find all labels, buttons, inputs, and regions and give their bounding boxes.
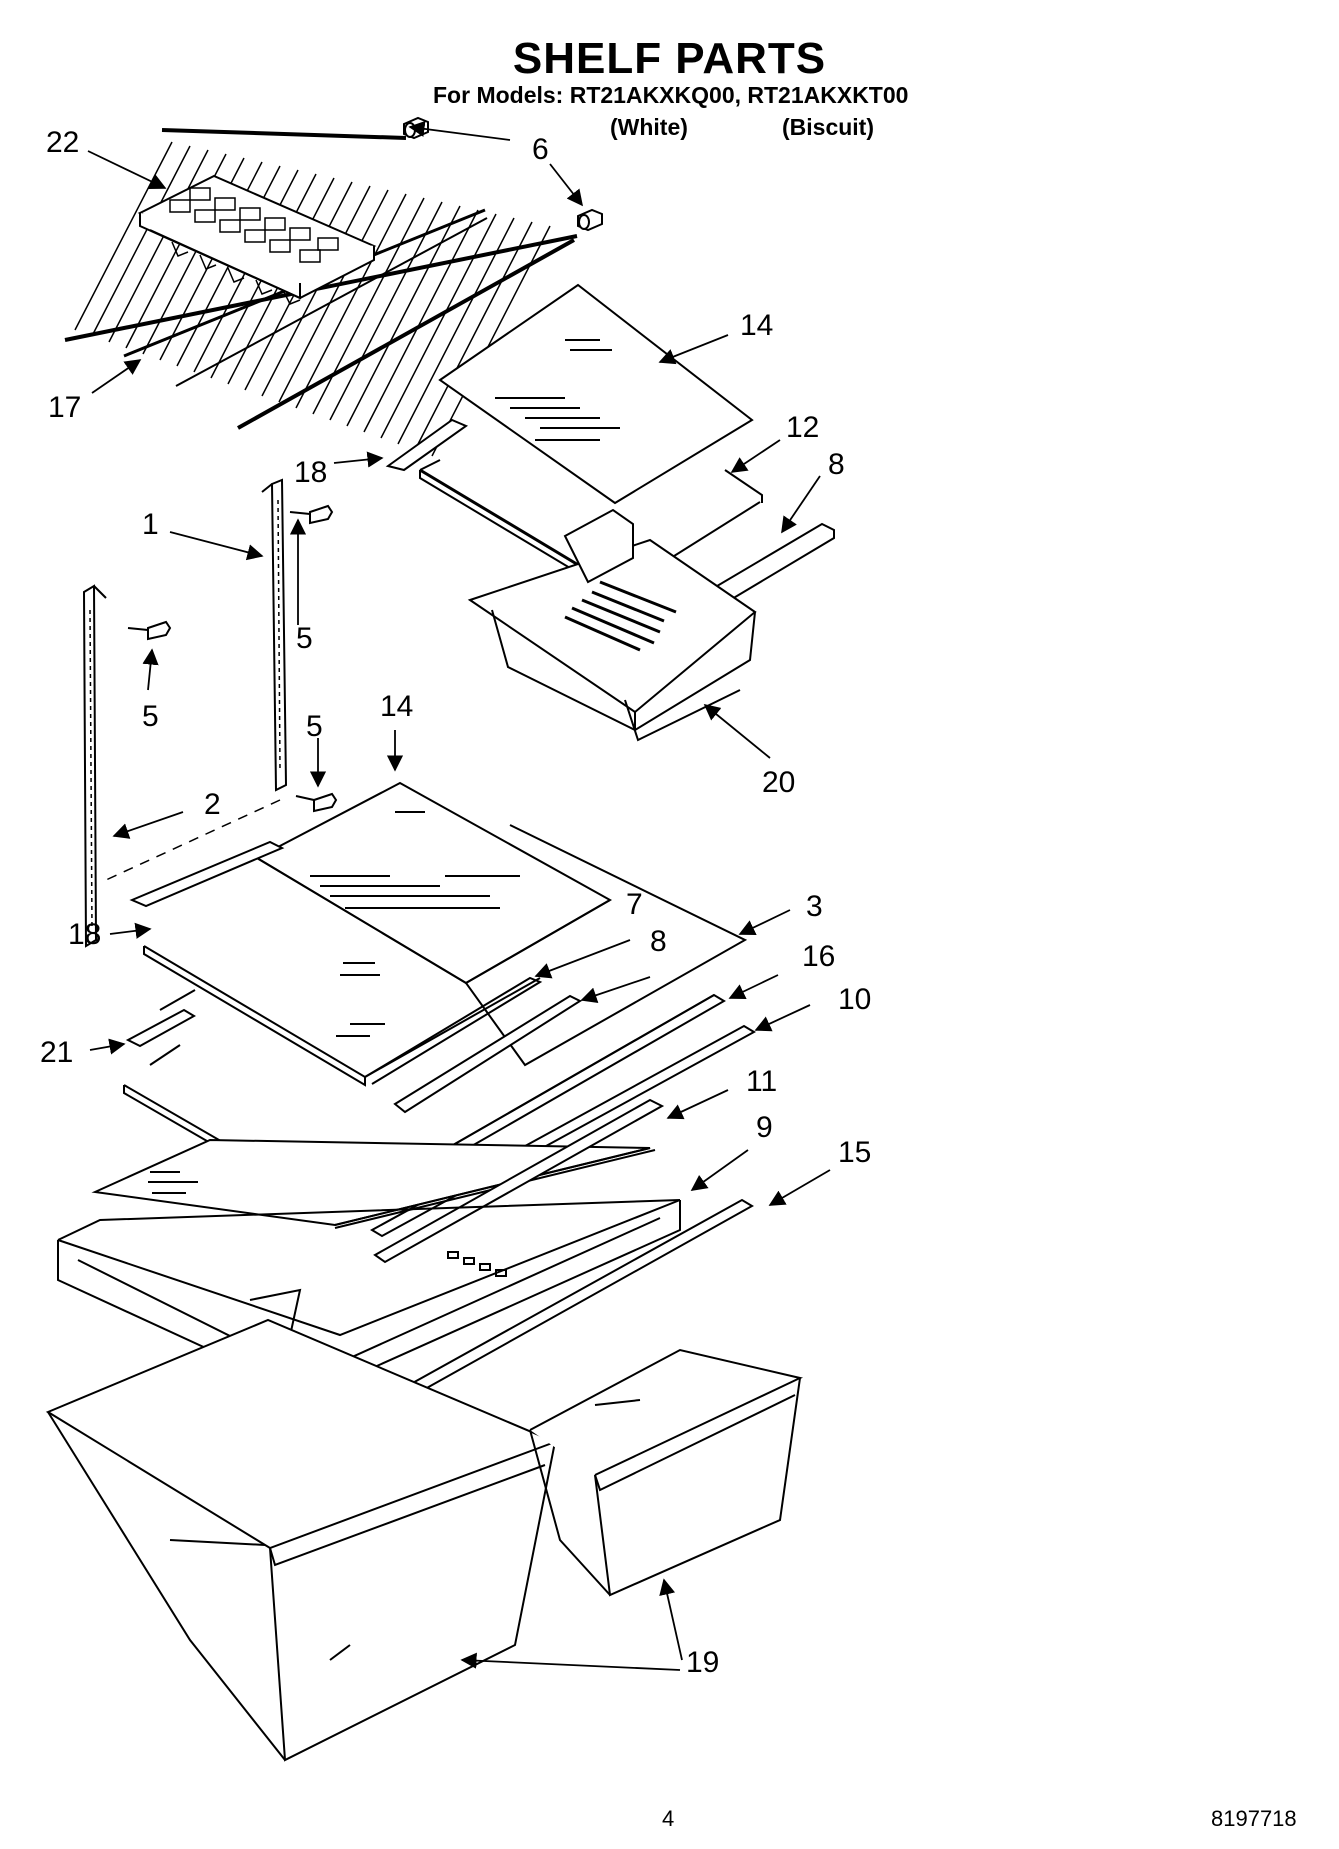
crisper-bin-left: [45, 1318, 558, 1762]
callout-21: 21: [40, 1036, 74, 1069]
callout-10: 10: [838, 983, 872, 1016]
callout-5: 5: [306, 710, 323, 743]
variant-biscuit: (Biscuit): [782, 114, 874, 140]
spill-guard-glass-shelf: [256, 824, 748, 1067]
callout-2: 2: [204, 788, 221, 821]
callout-5: 5: [142, 700, 159, 733]
callout-7: 7: [626, 888, 643, 921]
callout-12: 12: [786, 411, 820, 444]
callout-1: 1: [142, 508, 159, 541]
meat-pan: [467, 508, 757, 742]
document-number: 8197718: [1211, 1806, 1297, 1831]
callout-14: 14: [380, 690, 414, 723]
crisper-bin-right: [529, 1348, 804, 1597]
callout-14: 14: [740, 309, 774, 342]
shelf-support-rail: [82, 478, 288, 948]
callout-9: 9: [756, 1111, 773, 1144]
crisper-cover-assembly: [57, 1098, 754, 1424]
lower-glass-shelf: [254, 781, 613, 985]
shelf-end-cap: [403, 116, 603, 232]
callout-11: 11: [746, 1065, 778, 1098]
page-title: SHELF PARTS: [512, 34, 827, 83]
models-line: For Models: RT21AKXKQ00, RT21AKXKT00: [433, 82, 909, 108]
callout-18: 18: [294, 456, 328, 489]
callout-8: 8: [828, 448, 845, 481]
page-number: 4: [662, 1806, 675, 1831]
callout-19: 19: [686, 1646, 720, 1679]
egg-tray: [137, 174, 377, 305]
callout-3: 3: [806, 890, 823, 923]
callout-8: 8: [650, 925, 667, 958]
callout-22: 22: [46, 126, 80, 159]
callout-20: 20: [762, 766, 796, 799]
callout-6: 6: [532, 133, 549, 166]
callout-16: 16: [802, 940, 836, 973]
variant-white: (White): [610, 114, 688, 140]
callout-18: 18: [68, 918, 102, 951]
callout-5: 5: [296, 622, 313, 655]
callout-15: 15: [838, 1136, 872, 1169]
screw: [127, 504, 338, 813]
upper-glass-shelf: [438, 283, 754, 505]
callout-17: 17: [48, 391, 82, 424]
leader-arrows: [87, 120, 831, 1671]
